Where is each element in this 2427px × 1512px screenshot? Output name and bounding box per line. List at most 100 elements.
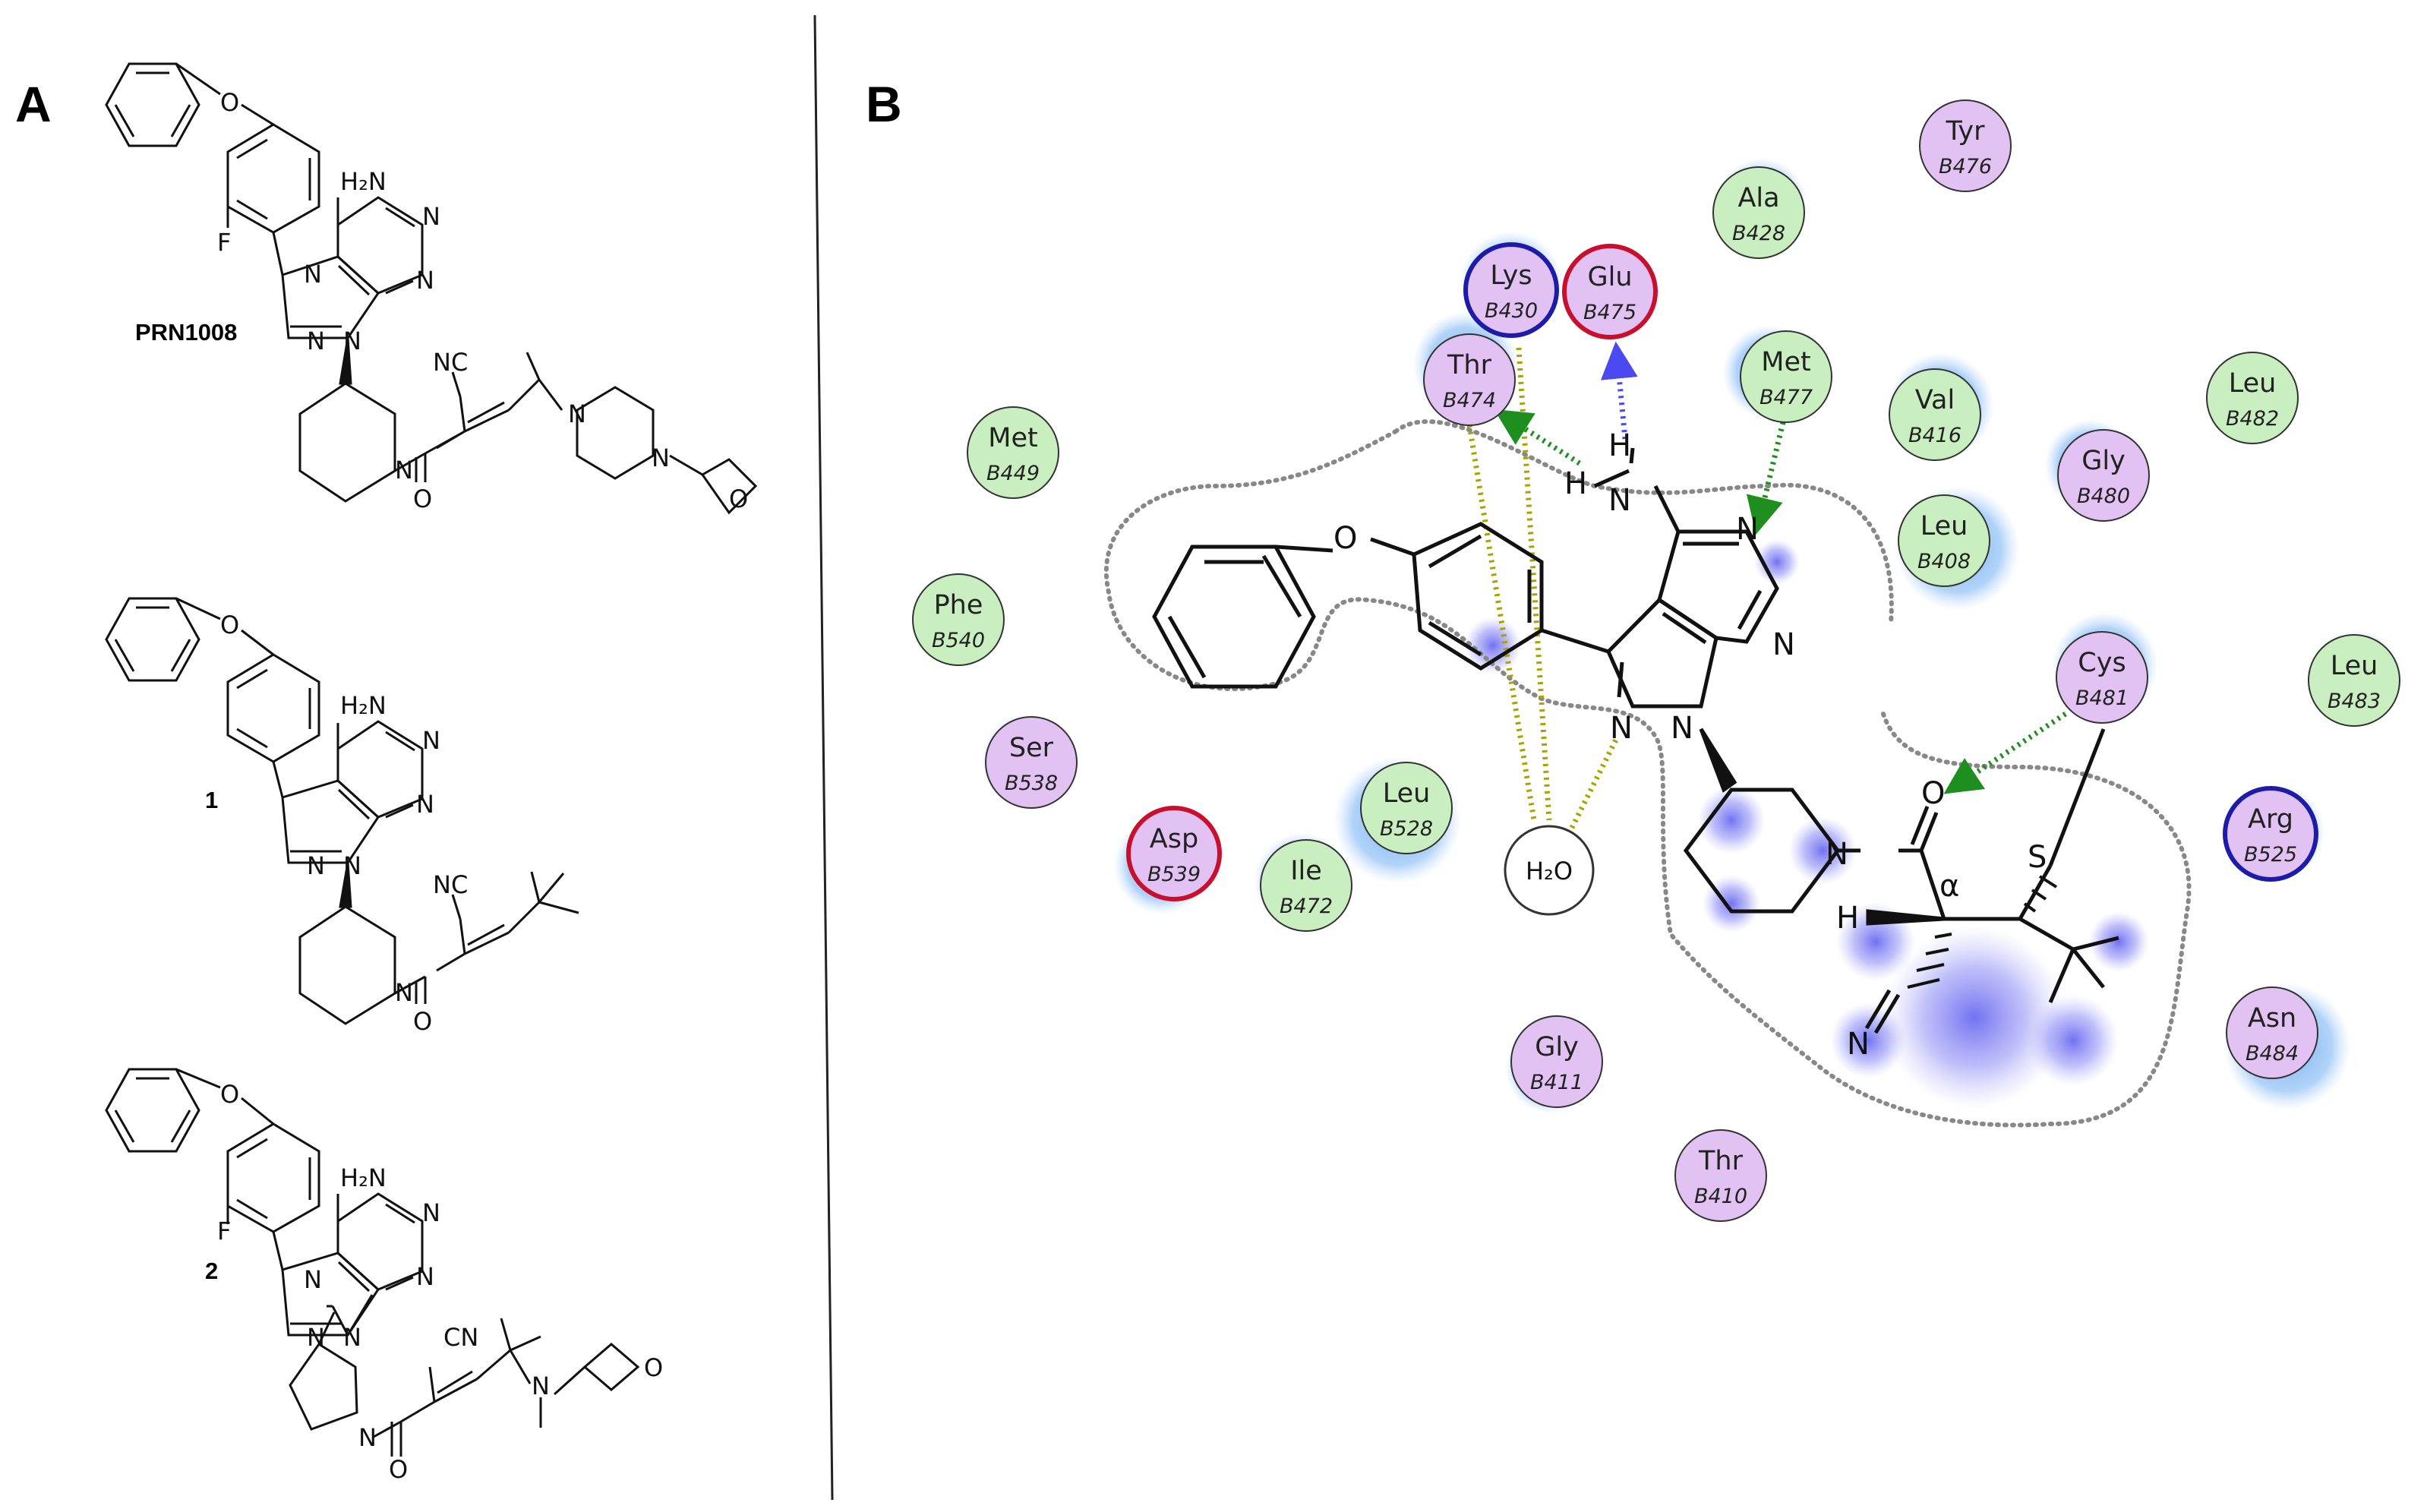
atom-n: N — [343, 327, 361, 355]
residue-name: Val — [1915, 385, 1955, 415]
residue-halos — [981, 158, 2403, 1113]
hbond-arrow-thr474 — [1494, 409, 1581, 466]
atom-n: N — [307, 1323, 325, 1352]
residue-number: B410 — [1694, 1185, 1747, 1208]
hbond-arrow-met477 — [1746, 421, 1786, 535]
atom-f: F — [217, 228, 231, 257]
compound-label-2: 2 — [205, 1258, 218, 1284]
atom-n: N — [422, 202, 440, 231]
residue-number: B475 — [1583, 301, 1636, 324]
residue-phe-b540: Phe B540 — [912, 573, 1005, 666]
water-label: H₂O — [1526, 857, 1573, 885]
residue-number: B476 — [1939, 155, 1992, 178]
atom-o: O — [644, 1353, 663, 1382]
residue-arg-b525: Arg B525 — [2223, 786, 2318, 882]
compound-label-1: 1 — [205, 787, 218, 813]
residue-asn-b484: Asn B484 — [2226, 986, 2318, 1079]
residue-number: B481 — [2075, 687, 2129, 710]
residue-gly-b411: Gly B411 — [1510, 1015, 1603, 1108]
residue-number: B411 — [1530, 1071, 1583, 1094]
residue-name: Ala — [1737, 183, 1779, 213]
residue-number: B480 — [2077, 485, 2130, 508]
atom-h: H — [1836, 901, 1859, 936]
residue-ser-b538: Ser B538 — [985, 716, 1078, 809]
atom-n: N — [343, 851, 361, 880]
interaction-lines — [1466, 341, 2067, 829]
residue-leu-b528: Leu B528 — [1360, 762, 1453, 854]
residue-name: Leu — [1920, 511, 1968, 541]
panel-letter-a: A — [15, 76, 52, 132]
residue-ala-b428: Ala B428 — [1712, 166, 1805, 259]
residue-leu-b483: Leu B483 — [2308, 634, 2400, 727]
water-molecule: H₂O — [1504, 825, 1595, 916]
residue-leu-b482: Leu B482 — [2206, 352, 2299, 444]
atom-o: O — [220, 1080, 239, 1109]
residue-name: Gly — [1535, 1032, 1579, 1062]
residue-number: B430 — [1485, 299, 1538, 323]
residue-number: B477 — [1759, 386, 1813, 409]
atom-o: O — [729, 485, 748, 513]
atom-h: H — [1564, 466, 1587, 501]
residue-number: B484 — [2246, 1042, 2299, 1065]
pocket-contour — [1103, 419, 2192, 1128]
residue-name: Ile — [1290, 856, 1322, 886]
residue-cys-b481: Cys B481 — [2056, 631, 2148, 724]
residue-name: Leu — [1383, 778, 1431, 809]
residue-name: Tyr — [1945, 116, 1985, 147]
atom-h2n: H₂N — [340, 167, 387, 196]
atom-n: N — [304, 260, 322, 289]
atom-h: H — [1608, 428, 1631, 463]
structure-compound-1 — [105, 597, 579, 1025]
residue-number: B528 — [1380, 817, 1433, 841]
residue-name: Cys — [2078, 648, 2126, 678]
residue-name: Asn — [2248, 1003, 2296, 1034]
atom-n: N — [416, 266, 434, 295]
residue-name: Leu — [2331, 651, 2378, 681]
atom-n: N — [395, 456, 413, 485]
atom-n: N — [652, 443, 670, 472]
residue-tyr-b476: Tyr B476 — [1919, 99, 2012, 192]
atom-n: N — [532, 1372, 550, 1400]
atom-o: O — [1921, 776, 1945, 811]
atom-o: O — [413, 485, 432, 513]
ligand-structure — [1152, 447, 2119, 1034]
atom-o: O — [389, 1455, 408, 1484]
residue-ile-b472: Ile B472 — [1260, 839, 1352, 932]
residue-number: B540 — [932, 629, 985, 652]
residue-number: B472 — [1280, 895, 1333, 918]
residue-number: B482 — [2226, 407, 2279, 431]
residue-name: Thr — [1698, 1146, 1744, 1176]
structure-prn1008 — [105, 62, 758, 515]
residue-gly-b480: Gly B480 — [2057, 429, 2150, 522]
atom-h2n: H₂N — [340, 1163, 387, 1192]
atom-n: N — [1610, 711, 1633, 746]
residue-number: B449 — [986, 462, 1040, 485]
residue-name: Met — [988, 423, 1037, 453]
atom-n: N — [568, 399, 586, 428]
atom-n: N — [416, 790, 434, 819]
residue-name: Arg — [2248, 804, 2293, 835]
atom-n: N — [343, 1323, 361, 1352]
atom-cn: CN — [443, 1323, 478, 1352]
atom-n: N — [1736, 512, 1759, 547]
structure-compound-2 — [105, 1068, 640, 1457]
atom-o: O — [1333, 521, 1357, 556]
panel-a-structures: O H₂N F N N N N N N O NC N N O O H₂N N N… — [105, 62, 758, 1484]
residue-name: Leu — [2229, 368, 2277, 399]
residue-thr-b474: Thr B474 — [1423, 333, 1516, 426]
panel-divider — [813, 14, 834, 1501]
residue-number: B483 — [2328, 690, 2381, 713]
residue-name: Phe — [934, 590, 983, 620]
atom-n: N — [1772, 627, 1795, 662]
atom-n: N — [1847, 1027, 1870, 1062]
residue-met-b449: Met B449 — [967, 406, 1059, 499]
hbond-arrow-glu475 — [1600, 341, 1638, 440]
residue-name: Lys — [1490, 260, 1532, 291]
atom-f: F — [217, 1217, 231, 1245]
residue-glu-b475: Glu B475 — [1562, 244, 1658, 339]
residue-met-b477: Met B477 — [1740, 330, 1832, 423]
residue-name: Glu — [1587, 262, 1632, 292]
residue-name: Gly — [2081, 446, 2126, 476]
panel-letter-b: B — [866, 76, 902, 132]
residue-thr-b410: Thr B410 — [1674, 1129, 1767, 1222]
